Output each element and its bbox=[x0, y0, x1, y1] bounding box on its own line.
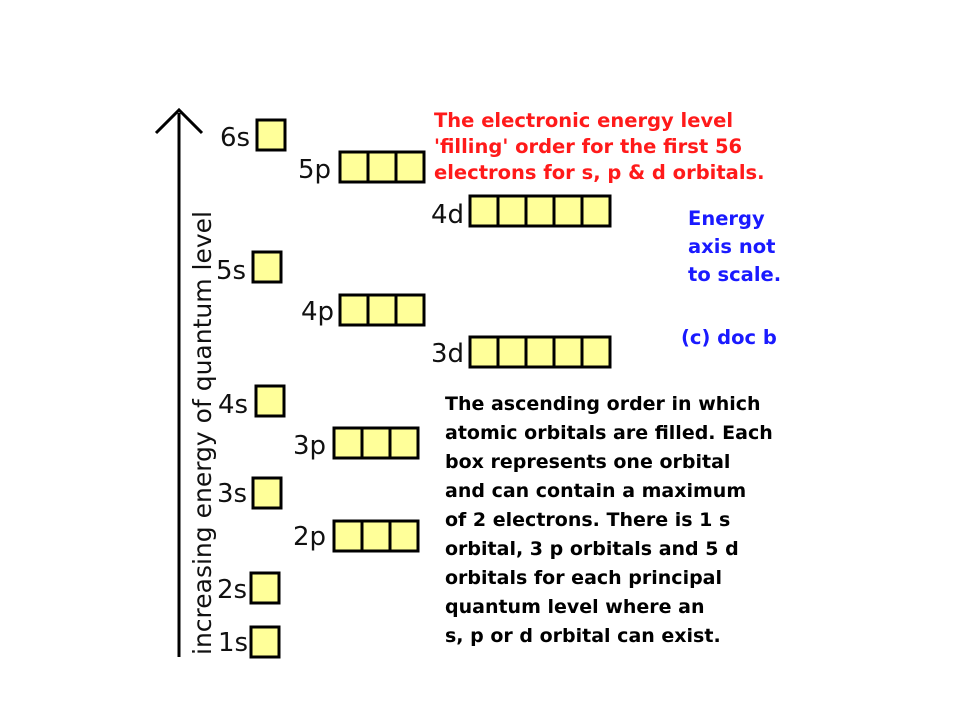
orbital-box-4s bbox=[254, 384, 286, 418]
orbital-box-4d bbox=[552, 194, 584, 228]
description-line: The ascending order in which bbox=[445, 393, 761, 415]
orbital-boxes-6s bbox=[255, 118, 287, 152]
description-line: orbitals for each principal bbox=[445, 567, 723, 589]
orbital-box-3p bbox=[388, 426, 420, 460]
orbital-box-3d bbox=[496, 335, 528, 369]
orbital-boxes-4d bbox=[468, 194, 612, 228]
orbital-box-5p bbox=[394, 150, 426, 184]
level-label-1s: 1s bbox=[218, 628, 248, 658]
level-label-4p: 4p bbox=[301, 297, 334, 327]
orbital-boxes-4p bbox=[338, 293, 426, 327]
orbital-box-4d bbox=[496, 194, 528, 228]
credit-text: (c) doc b bbox=[681, 326, 777, 349]
title-line: The electronic energy level bbox=[434, 109, 734, 132]
orbital-box-1s bbox=[249, 625, 281, 659]
level-label-4d: 4d bbox=[431, 200, 464, 230]
level-label-6s: 6s bbox=[220, 123, 250, 153]
orbital-boxes-5s bbox=[251, 250, 283, 284]
level-label-2s: 2s bbox=[217, 575, 247, 605]
energy-axis-label: increasing energy of quantum level bbox=[188, 211, 217, 655]
orbital-box-3d bbox=[468, 335, 500, 369]
level-label-3p: 3p bbox=[293, 431, 326, 461]
orbital-boxes-3d bbox=[468, 335, 612, 369]
level-label-2p: 2p bbox=[293, 522, 326, 552]
orbital-box-3s bbox=[251, 476, 283, 510]
orbital-box-3p bbox=[332, 426, 364, 460]
description-line: of 2 electrons. There is 1 s bbox=[445, 509, 731, 531]
orbital-boxes-5p bbox=[338, 150, 426, 184]
description-line: and can contain a maximum bbox=[445, 480, 747, 502]
orbital-boxes-3p bbox=[332, 426, 420, 460]
orbital-box-3d bbox=[580, 335, 612, 369]
level-label-5p: 5p bbox=[298, 155, 331, 185]
orbital-box-6s bbox=[255, 118, 287, 152]
energy-axis-arrowhead bbox=[154, 107, 204, 135]
credit-note: (c) doc b bbox=[681, 325, 821, 351]
orbital-boxes-2s bbox=[249, 571, 281, 605]
orbital-box-5p bbox=[366, 150, 398, 184]
description-line: atomic orbitals are filled. Each bbox=[445, 422, 773, 444]
level-label-3s: 3s bbox=[217, 479, 247, 509]
level-label-3d: 3d bbox=[431, 339, 464, 369]
description-note: The ascending order in which atomic orbi… bbox=[445, 390, 805, 651]
orbital-box-2p bbox=[388, 519, 420, 553]
title-line: electrons for s, p & d orbitals. bbox=[434, 161, 765, 184]
orbital-box-4d bbox=[524, 194, 556, 228]
level-label-5s: 5s bbox=[216, 256, 246, 286]
orbital-box-3d bbox=[524, 335, 556, 369]
orbital-box-2s bbox=[249, 571, 281, 605]
orbital-box-4d bbox=[468, 194, 500, 228]
orbital-box-3d bbox=[552, 335, 584, 369]
description-line: orbital, 3 p orbitals and 5 d bbox=[445, 538, 739, 560]
orbital-box-5p bbox=[338, 150, 370, 184]
orbital-box-5s bbox=[251, 250, 283, 284]
orbital-boxes-4s bbox=[254, 384, 286, 418]
orbital-box-3p bbox=[360, 426, 392, 460]
title-note: The electronic energy level 'filling' or… bbox=[434, 108, 814, 186]
description-line: quantum level where an bbox=[445, 596, 705, 618]
orbital-box-4p bbox=[366, 293, 398, 327]
orbital-box-4p bbox=[394, 293, 426, 327]
orbital-box-4p bbox=[338, 293, 370, 327]
scale-line: axis not bbox=[688, 235, 776, 258]
description-line: s, p or d orbital can exist. bbox=[445, 625, 721, 647]
orbital-box-2p bbox=[332, 519, 364, 553]
orbital-boxes-3s bbox=[251, 476, 283, 510]
orbital-boxes-1s bbox=[249, 625, 281, 659]
description-line: box represents one orbital bbox=[445, 451, 731, 473]
scale-note: Energy axis not to scale. bbox=[688, 205, 828, 289]
orbital-boxes-2p bbox=[332, 519, 420, 553]
orbital-box-4d bbox=[580, 194, 612, 228]
title-line: 'filling' order for the first 56 bbox=[434, 135, 743, 158]
scale-line: to scale. bbox=[688, 263, 782, 286]
orbital-box-2p bbox=[360, 519, 392, 553]
scale-line: Energy bbox=[688, 207, 765, 230]
level-label-4s: 4s bbox=[218, 390, 248, 420]
